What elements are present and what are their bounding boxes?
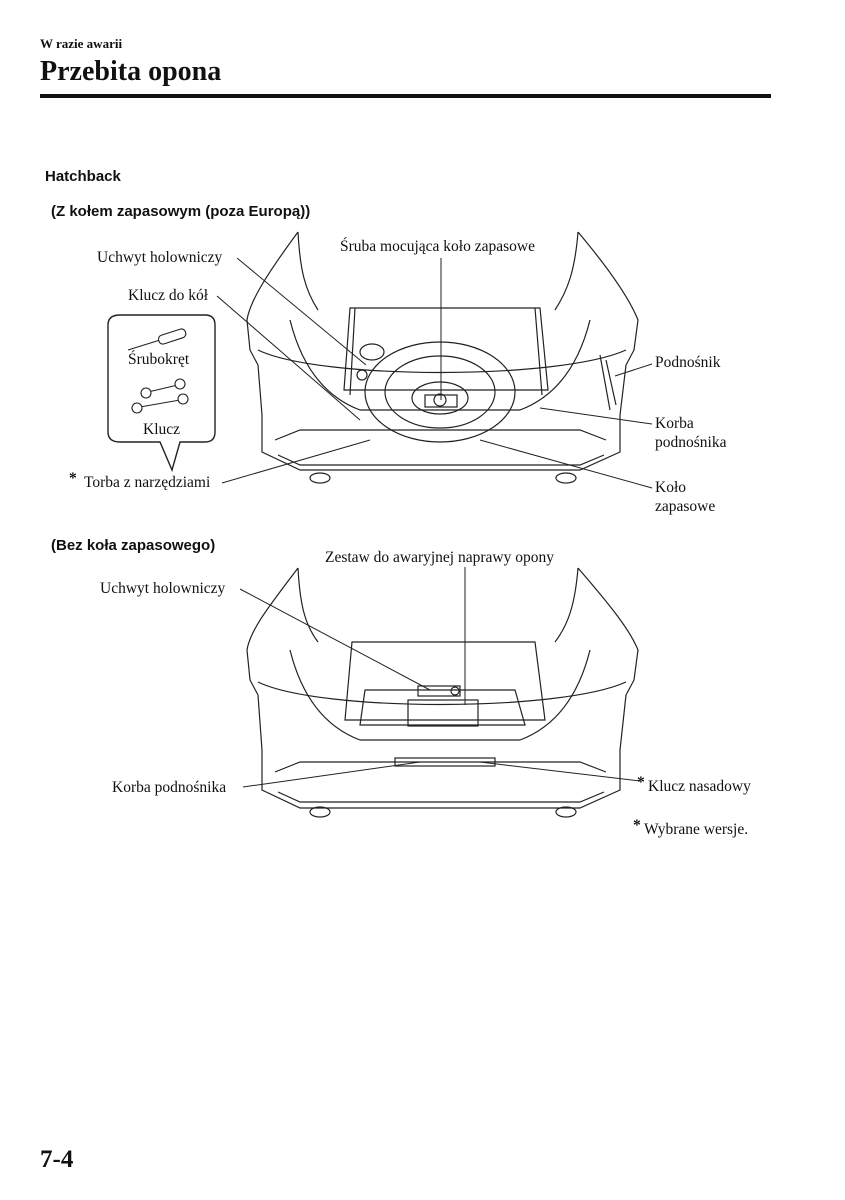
optional-marker: *	[69, 470, 77, 487]
label-spare-tire-line1: Koło	[655, 479, 686, 496]
page-number: 7-4	[40, 1146, 74, 1173]
label-repair-kit: Zestaw do awaryjnej naprawy opony	[325, 549, 554, 566]
figure2-subtitle: (Bez koła zapasowego)	[51, 537, 216, 554]
label-jack-handle-line1: Korba	[655, 415, 694, 432]
tools-callout-bubble	[107, 314, 216, 473]
label-socket-wrench: Klucz nasadowy	[648, 778, 751, 795]
label-tool-bag: Torba z narzędziami	[84, 474, 211, 491]
label-screwdriver: Śrubokręt	[128, 351, 190, 368]
label-tow-hook-2: Uchwyt holowniczy	[100, 580, 226, 597]
label-wrench: Klucz	[143, 421, 181, 438]
label-tow-hook: Uchwyt holowniczy	[97, 249, 223, 266]
body-type-heading: Hatchback	[45, 168, 121, 185]
wrench-icon	[131, 378, 189, 414]
page-title: Przebita opona	[40, 56, 222, 87]
footnote-text: Wybrane wersje.	[644, 821, 749, 838]
figure1-subtitle: (Z kołem zapasowym (poza Europą))	[51, 203, 311, 220]
label-jack-handle-line2: podnośnika	[655, 434, 727, 451]
screwdriver-icon	[127, 328, 187, 351]
optional-marker-2: *	[637, 774, 645, 791]
footnote-marker: *	[633, 817, 641, 834]
label-spare-bolt: Śruba mocująca koło zapasowe	[340, 238, 535, 255]
label-jack: Podnośnik	[655, 354, 721, 371]
title-rule	[40, 94, 771, 98]
label-lug-wrench: Klucz do kół	[128, 287, 209, 304]
section-header: W razie awarii	[40, 36, 123, 51]
label-spare-tire-line2: zapasowe	[655, 498, 716, 515]
label-jack-handle-2: Korba podnośnika	[112, 779, 227, 796]
